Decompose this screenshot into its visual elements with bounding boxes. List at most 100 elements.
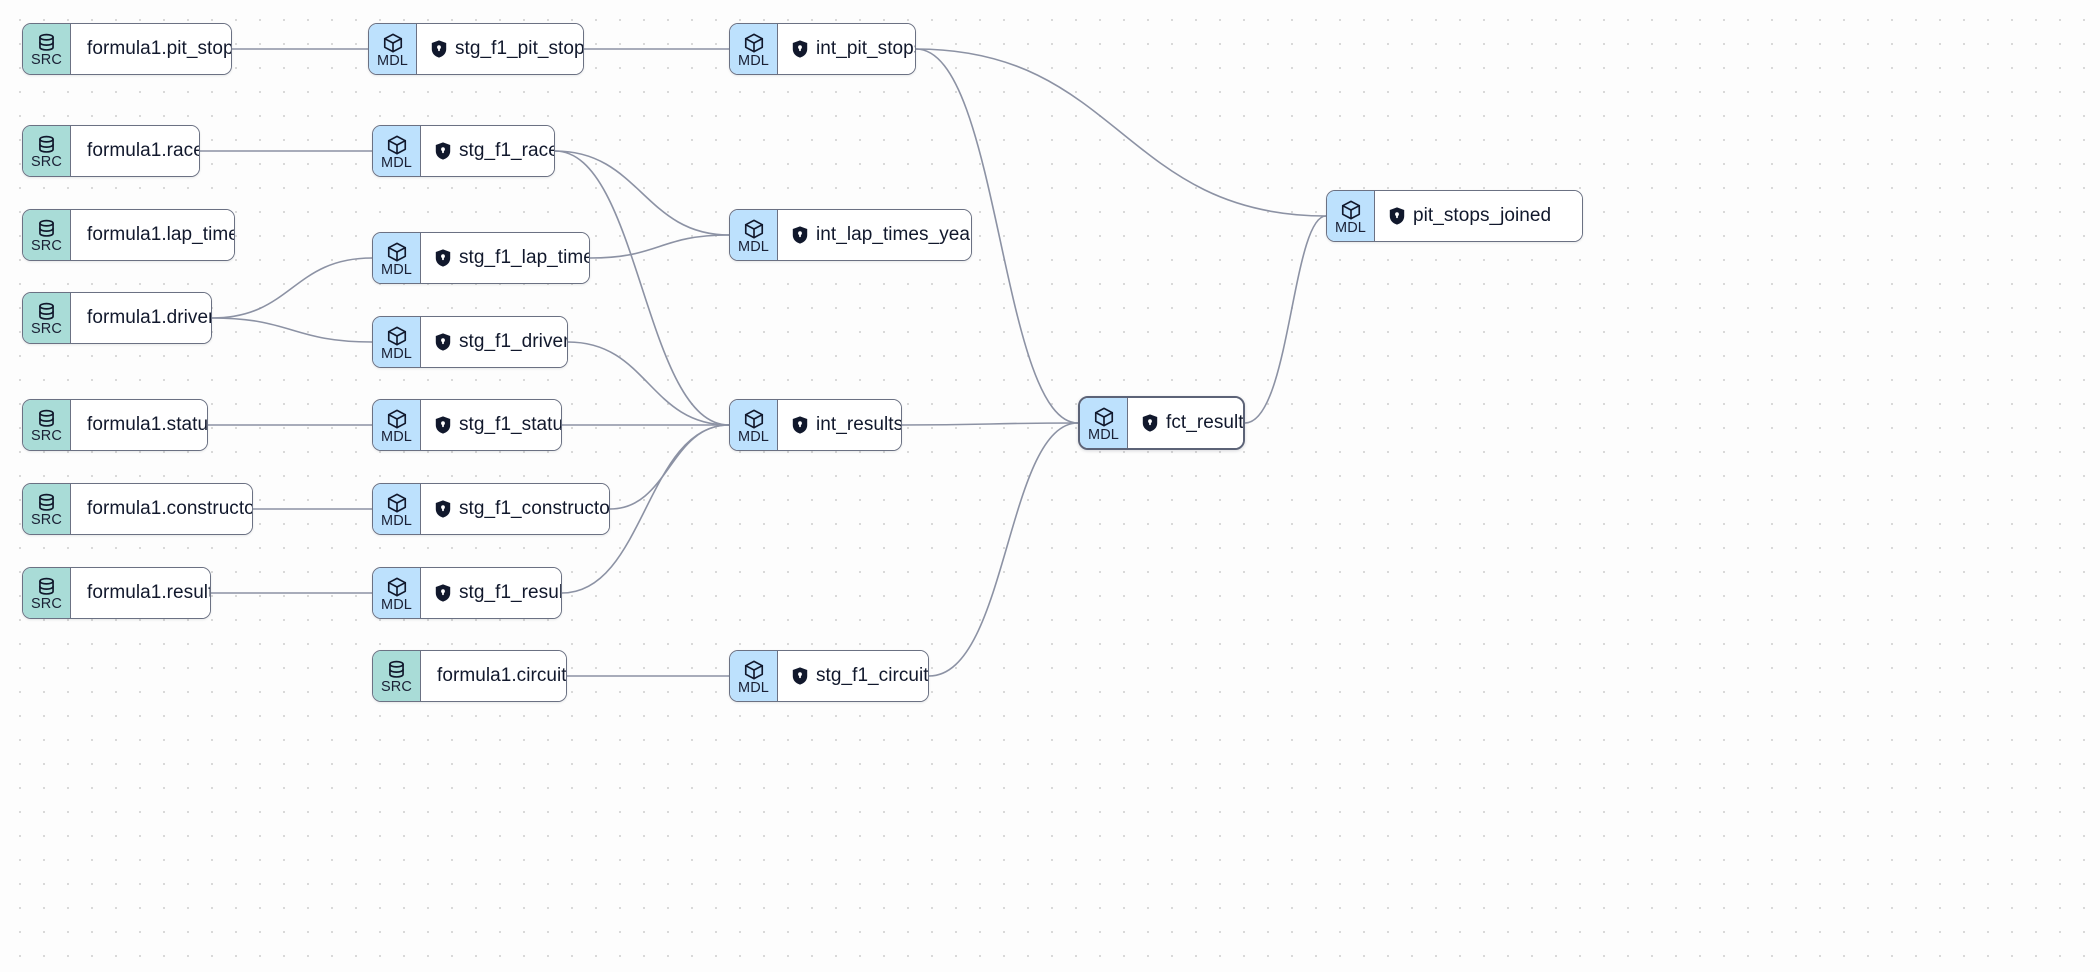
node-stg_pit_stops[interactable]: MDL stg_f1_pit_stops <box>368 23 584 75</box>
node-body: stg_f1_lap_times <box>421 233 589 283</box>
node-stg_results[interactable]: MDL stg_f1_results <box>372 567 562 619</box>
node-type-label: SRC <box>31 321 62 337</box>
node-type-badge: SRC <box>23 293 71 343</box>
node-label: formula1.status <box>87 414 208 435</box>
edge-stg_races-to-int_lap_times_years <box>554 150 730 236</box>
node-body: formula1.circuits <box>421 651 566 701</box>
cube-icon <box>1093 406 1115 428</box>
edge-stg_constructors-to-int_results <box>609 424 730 510</box>
node-body: int_pit_stops <box>778 24 915 74</box>
node-label: formula1.lap_times <box>87 224 235 245</box>
node-src_status[interactable]: SRC formula1.status <box>22 399 208 451</box>
cube-icon <box>743 659 765 681</box>
cube-icon <box>1340 199 1362 221</box>
cube-icon <box>386 576 408 598</box>
node-type-label: MDL <box>381 261 412 278</box>
node-src_races[interactable]: SRC formula1.races <box>22 125 200 177</box>
node-type-badge: MDL <box>373 484 421 534</box>
node-type-label: MDL <box>738 52 769 69</box>
node-fct_results[interactable]: MDL fct_results <box>1078 396 1245 450</box>
node-label: formula1.circuits <box>437 665 567 686</box>
node-label: formula1.races <box>87 140 199 161</box>
node-type-badge: MDL <box>730 210 778 260</box>
node-type-badge: MDL <box>373 126 421 176</box>
edge-int_results-to-fct_results <box>901 422 1079 426</box>
node-type-badge: MDL <box>1327 191 1375 241</box>
cube-icon <box>386 134 408 156</box>
node-src_circuits[interactable]: SRC formula1.circuits <box>372 650 567 702</box>
node-body: formula1.lap_times <box>71 210 234 260</box>
node-label: formula1.constructors <box>87 498 253 519</box>
node-body: int_lap_times_years <box>778 210 971 260</box>
node-type-label: MDL <box>377 52 408 69</box>
edge-int_pit_stops-to-pit_stops_joined <box>915 48 1327 217</box>
node-type-label: MDL <box>381 345 412 362</box>
shield-lock-icon <box>1389 207 1405 225</box>
node-src_drivers[interactable]: SRC formula1.drivers <box>22 292 212 344</box>
node-type-badge: MDL <box>373 568 421 618</box>
edge-src_drivers-to-stg_drivers <box>211 317 373 343</box>
database-icon <box>36 134 57 155</box>
node-type-badge: SRC <box>23 484 71 534</box>
database-icon <box>36 576 57 597</box>
node-body: formula1.races <box>71 126 199 176</box>
node-body: formula1.drivers <box>71 293 211 343</box>
database-icon <box>36 492 57 513</box>
node-body: fct_results <box>1128 398 1243 448</box>
node-src_constructors[interactable]: SRC formula1.constructors <box>22 483 253 535</box>
node-body: stg_f1_circuits <box>778 651 928 701</box>
node-int_pit_stops[interactable]: MDL int_pit_stops <box>729 23 916 75</box>
edge-stg_lap_times-to-int_lap_times_years <box>589 234 730 259</box>
node-type-label: MDL <box>1088 426 1119 443</box>
node-type-badge: SRC <box>23 24 71 74</box>
node-stg_lap_times[interactable]: MDL stg_f1_lap_times <box>372 232 590 284</box>
node-body: formula1.results <box>71 568 210 618</box>
node-type-badge: MDL <box>369 24 417 74</box>
edge-fct_results-to-pit_stops_joined <box>1244 215 1327 424</box>
node-type-label: SRC <box>31 428 62 444</box>
shield-lock-icon <box>792 667 808 685</box>
node-label: stg_f1_circuits <box>816 665 929 686</box>
edge-src_drivers-to-stg_lap_times <box>211 257 373 319</box>
node-type-label: SRC <box>381 679 412 695</box>
node-type-badge: SRC <box>23 126 71 176</box>
shield-lock-icon <box>792 226 808 244</box>
node-body: stg_f1_results <box>421 568 561 618</box>
node-label: stg_f1_lap_times <box>459 247 590 268</box>
node-body: stg_f1_races <box>421 126 554 176</box>
node-label: fct_results <box>1166 412 1245 433</box>
node-type-badge: MDL <box>373 317 421 367</box>
node-body: stg_f1_constructors <box>421 484 609 534</box>
node-label: stg_f1_status <box>459 414 562 435</box>
shield-lock-icon <box>435 416 451 434</box>
node-stg_status[interactable]: MDL stg_f1_status <box>372 399 562 451</box>
edge-stg_circuits-to-fct_results <box>928 422 1079 677</box>
edge-stg_races-to-int_results <box>554 150 730 426</box>
node-label: int_pit_stops <box>816 38 916 59</box>
node-stg_drivers[interactable]: MDL stg_f1_drivers <box>372 316 568 368</box>
cube-icon <box>743 32 765 54</box>
node-body: formula1.constructors <box>71 484 252 534</box>
node-body: stg_f1_pit_stops <box>417 24 583 74</box>
edge-stg_drivers-to-int_results <box>567 341 730 426</box>
shield-lock-icon <box>435 249 451 267</box>
database-icon <box>36 218 57 239</box>
cube-icon <box>743 408 765 430</box>
node-label: stg_f1_results <box>459 582 562 603</box>
node-label: stg_f1_drivers <box>459 331 568 352</box>
shield-lock-icon <box>792 416 808 434</box>
node-body: formula1.pit_stops <box>71 24 231 74</box>
node-type-label: SRC <box>31 154 62 170</box>
node-type-badge: MDL <box>373 400 421 450</box>
node-type-label: SRC <box>31 512 62 528</box>
